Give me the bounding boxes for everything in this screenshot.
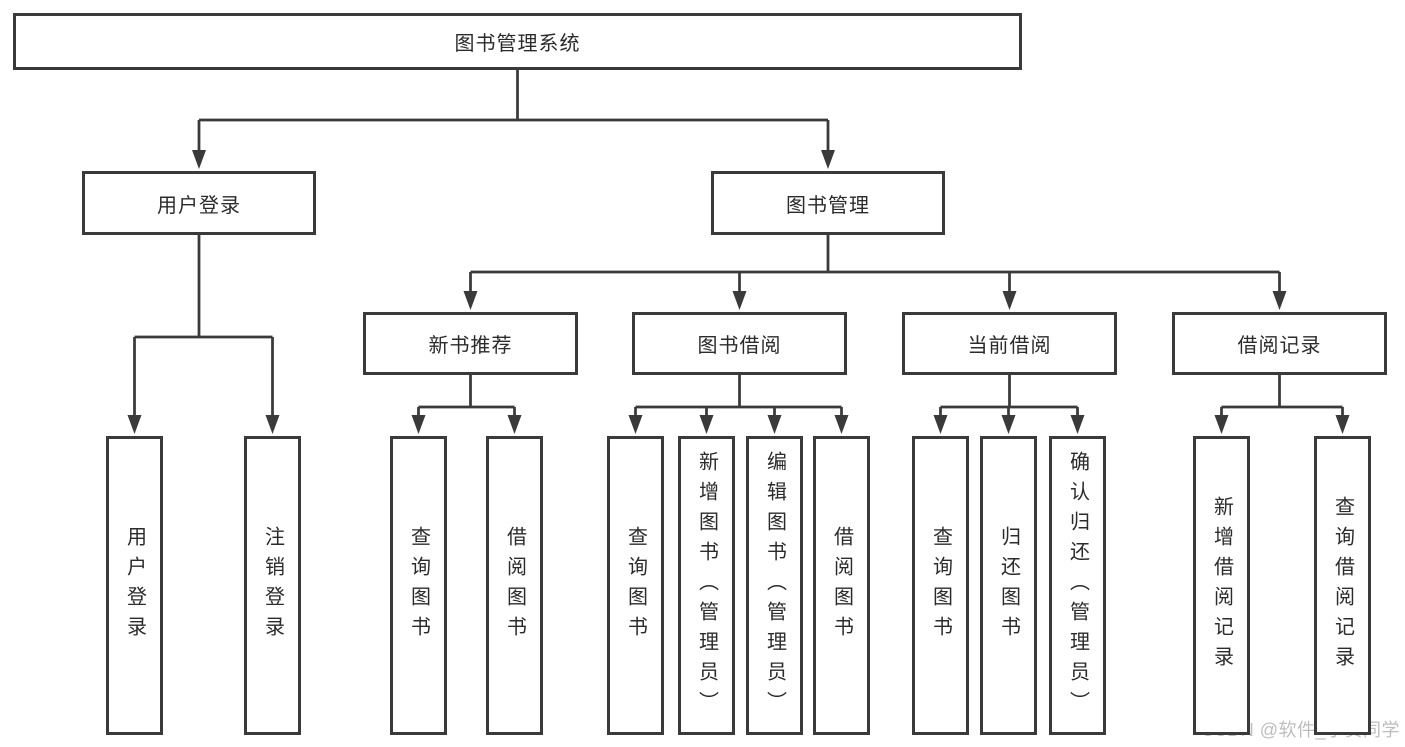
- node-login-do: 用户登录: [106, 436, 163, 735]
- node-login: 用户登录: [82, 171, 316, 235]
- node-b-query: 查询图书: [607, 436, 664, 735]
- node-c-query: 查询图书: [912, 436, 969, 735]
- arrowhead-down-icon: [628, 415, 643, 434]
- arrowhead-down-icon: [699, 415, 714, 434]
- node-label-login: 用户登录: [157, 194, 241, 217]
- node-label-rec-borrow: 借阅图书: [503, 525, 526, 646]
- node-history: 借阅记录: [1172, 312, 1387, 375]
- node-b-borrow: 借阅图书: [813, 436, 870, 735]
- node-current: 当前借阅: [902, 312, 1117, 375]
- node-h-add: 新增借阅记录: [1193, 436, 1250, 735]
- arrowhead-down-icon: [1214, 415, 1229, 434]
- arrowhead-down-icon: [127, 415, 142, 434]
- node-label-root: 图书管理系统: [454, 33, 581, 55]
- node-label-b-query: 查询图书: [624, 525, 647, 646]
- arrowhead-down-icon: [933, 415, 948, 434]
- arrowhead-down-icon: [767, 415, 782, 434]
- node-label-c-query: 查询图书: [929, 525, 952, 646]
- node-label-mgmt: 图书管理: [786, 194, 870, 217]
- node-label-b-add: 新增图书（管理员）: [695, 450, 718, 721]
- arrowhead-down-icon: [1002, 291, 1017, 310]
- arrowhead-down-icon: [821, 150, 835, 169]
- node-label-borrow: 图书借阅: [697, 335, 782, 357]
- node-label-c-return: 归还图书: [997, 525, 1020, 646]
- node-rec-query: 查询图书: [390, 436, 447, 735]
- node-label-current: 当前借阅: [967, 335, 1052, 357]
- node-label-login-do: 用户登录: [123, 525, 146, 646]
- arrowhead-down-icon: [1070, 415, 1085, 434]
- node-label-h-add: 新增借阅记录: [1210, 495, 1233, 676]
- node-label-rec: 新书推荐: [428, 335, 513, 357]
- node-label-h-query: 查询借阅记录: [1331, 495, 1354, 676]
- node-login-out: 注销登录: [244, 436, 301, 735]
- node-label-rec-query: 查询图书: [407, 525, 430, 646]
- arrowhead-down-icon: [834, 415, 849, 434]
- node-b-edit: 编辑图书（管理员）: [746, 436, 803, 735]
- arrowhead-down-icon: [192, 150, 206, 169]
- node-h-query: 查询借阅记录: [1314, 436, 1371, 735]
- arrowhead-down-icon: [411, 415, 426, 434]
- node-rec-borrow: 借阅图书: [486, 436, 543, 735]
- arrowhead-down-icon: [507, 415, 522, 434]
- arrowhead-down-icon: [1335, 415, 1350, 434]
- arrowhead-down-icon: [1001, 415, 1016, 434]
- node-label-c-confirm: 确认归还（管理员）: [1066, 450, 1089, 721]
- node-label-b-edit: 编辑图书（管理员）: [763, 450, 786, 721]
- arrowhead-down-icon: [265, 415, 280, 434]
- node-borrow: 图书借阅: [632, 312, 847, 375]
- node-b-add: 新增图书（管理员）: [678, 436, 735, 735]
- arrowhead-down-icon: [1272, 291, 1287, 310]
- node-label-login-out: 注销登录: [261, 525, 284, 646]
- node-c-confirm: 确认归还（管理员）: [1049, 436, 1106, 735]
- node-rec: 新书推荐: [363, 312, 578, 375]
- node-label-history: 借阅记录: [1237, 335, 1322, 357]
- node-root: 图书管理系统: [13, 13, 1022, 70]
- arrowhead-down-icon: [732, 291, 747, 310]
- arrowhead-down-icon: [463, 291, 478, 310]
- node-label-b-borrow: 借阅图书: [830, 525, 853, 646]
- node-mgmt: 图书管理: [711, 171, 945, 235]
- node-c-return: 归还图书: [980, 436, 1037, 735]
